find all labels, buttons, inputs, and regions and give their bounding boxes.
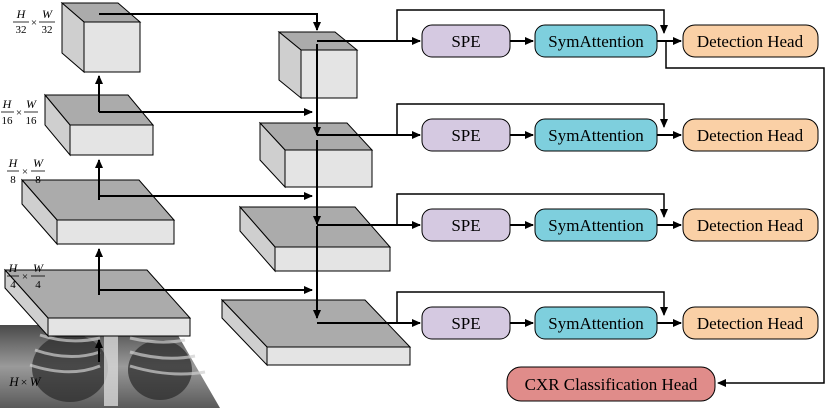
dim-16-times: × (16, 107, 22, 119)
dim-input-w: W (30, 374, 42, 389)
dim-4-times: × (22, 271, 28, 283)
dim-8-h-num: H (8, 156, 19, 170)
dim-16-h-num: H (2, 97, 13, 111)
spe-label-2: SPE (451, 126, 480, 145)
dim-32-h-den: 32 (16, 24, 27, 36)
dim-8-w-num: W (33, 156, 44, 170)
detection-head-box-2: Detection Head (682, 118, 819, 152)
dim-16-w-den: 16 (26, 115, 38, 127)
backbone-block-32 (60, 1, 142, 74)
classification-arrow (665, 41, 825, 387)
detection-head-box-3: Detection Head (682, 208, 819, 242)
pipeline-arrows (510, 37, 682, 327)
dim-label-4: H 4 × W 4 (7, 261, 45, 291)
dim-8-w-den: 8 (35, 174, 41, 186)
detection-head-box-1: Detection Head (682, 24, 819, 58)
spe-label-1: SPE (451, 32, 480, 51)
symattention-box-1: SymAttention (534, 24, 658, 58)
spe-box-3: SPE (421, 208, 511, 242)
detection-head-box-4: Detection Head (682, 306, 819, 340)
neck-block-2 (258, 121, 374, 189)
dim-32-times: × (31, 17, 37, 29)
spe-box-1: SPE (421, 24, 511, 58)
cxr-classification-head-label: CXR Classification Head (525, 375, 698, 394)
symattention-label-1: SymAttention (548, 32, 644, 51)
symattention-box-3: SymAttention (534, 208, 658, 242)
dim-32-w-num: W (42, 7, 53, 21)
dim-8-times: × (22, 166, 28, 178)
xray-input-image (0, 325, 220, 408)
detection-head-label-4: Detection Head (697, 314, 804, 333)
spe-box-4: SPE (421, 306, 511, 340)
skip-arrows (396, 9, 668, 323)
dim-4-h-num: H (8, 261, 19, 275)
dim-input-h: H (8, 374, 19, 389)
symattention-label-4: SymAttention (548, 314, 644, 333)
symattention-label-2: SymAttention (548, 126, 644, 145)
neck-to-spe-arrows (317, 37, 421, 327)
spe-label-3: SPE (451, 216, 480, 235)
neck-block-3 (238, 205, 392, 273)
dim-8-h-den: 8 (10, 174, 16, 186)
neck-block-4 (220, 298, 412, 367)
spe-box-2: SPE (421, 118, 511, 152)
dim-4-w-num: W (33, 261, 44, 275)
symattention-box-4: SymAttention (534, 306, 658, 340)
symattention-box-2: SymAttention (534, 118, 658, 152)
dim-32-w-den: 32 (42, 24, 53, 36)
lateral-arrows (99, 13, 321, 294)
dim-16-w-num: W (26, 97, 37, 111)
dim-label-8: H 8 × W 8 (7, 156, 45, 186)
detection-head-label-3: Detection Head (697, 216, 804, 235)
detection-head-label-1: Detection Head (697, 32, 804, 51)
dim-32-h-num: H (16, 7, 27, 21)
dim-label-input: H × W (8, 374, 41, 389)
spe-label-4: SPE (451, 314, 480, 333)
dim-input-times: × (21, 375, 28, 389)
dim-4-w-den: 4 (35, 279, 41, 291)
dim-label-16: H 16 × W 16 (1, 97, 38, 127)
dim-4-h-den: 4 (10, 279, 16, 291)
backbone-block-4 (3, 268, 192, 338)
dim-label-32: H 32 × W 32 (13, 7, 55, 36)
detection-head-label-2: Detection Head (697, 126, 804, 145)
cxr-classification-head-box: CXR Classification Head (506, 366, 716, 402)
dim-16-h-den: 16 (2, 115, 14, 127)
symattention-label-3: SymAttention (548, 216, 644, 235)
backbone-block-16 (43, 93, 155, 157)
